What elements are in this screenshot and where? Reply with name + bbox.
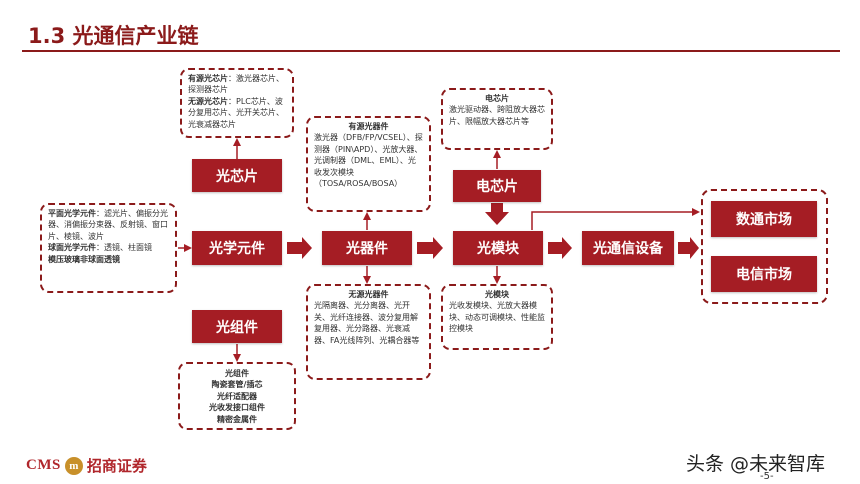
arrow-element-to-device <box>287 237 312 259</box>
assembly-line-3: 光纤适配器 <box>217 391 257 401</box>
module-heading: 光模块 <box>485 290 509 299</box>
node-optical-chip: 光芯片 <box>192 159 282 192</box>
node-optical-module: 光模块 <box>453 231 543 265</box>
active-device-heading: 有源光器件 <box>348 122 389 131</box>
passive-device-box: 无源光器件 光隔离器、光分离器、光开关、光纤连接器、波分复用解复用器、光分路器、… <box>306 284 431 380</box>
electrical-chip-detail-box: 电芯片 激光驱动器、跨阻放大器芯片、限幅放大器芯片等 <box>441 88 553 150</box>
node-optical-assembly: 光组件 <box>192 310 282 343</box>
element-detail-box: 平面光学元件：滤光片、偏振分光器、消偏振分束器、反射镜、窗口片、棱镜、波片 球面… <box>40 203 177 293</box>
arrow-equipment-to-market <box>678 237 699 259</box>
assembly-line-1: 光组件 <box>225 369 249 378</box>
assembly-line-4: 光收发接口组件 <box>209 403 265 413</box>
page-title: 1.3 光通信产业链 <box>28 24 199 48</box>
node-optical-equipment: 光通信设备 <box>582 231 674 265</box>
node-optical-element: 光学元件 <box>192 231 282 265</box>
sphere-element-heading: 球面光学元件 <box>48 243 96 253</box>
node-telecom-market: 电信市场 <box>711 256 817 292</box>
title-divider <box>22 50 840 52</box>
arrow-module-to-equipment <box>548 237 572 259</box>
module-text: 光收发模块、光放大器模块、动态可调模块、性能监控模块 <box>449 301 545 334</box>
active-chip-text: ：激光器芯片、探测器芯片 <box>188 74 284 95</box>
company-logo: CMS m 招商证券 <box>26 455 147 476</box>
node-optical-device: 光器件 <box>322 231 412 265</box>
passive-device-heading: 无源光器件 <box>348 290 389 299</box>
node-datacom-market: 数通市场 <box>711 201 817 237</box>
passive-chip-text: ：PLC芯片、波分复用芯片、光开关芯片、光衰减器芯片 <box>188 96 284 129</box>
watermark: 头条 @未来智库 <box>686 453 826 475</box>
plane-element-heading: 平面光学元件 <box>48 209 96 218</box>
active-chip-heading: 有源光芯片 <box>188 74 228 83</box>
arrow-module-to-datacom <box>531 208 700 230</box>
plane-element-text: ：滤光片、偏振分光器、消偏振分束器、反射镜、窗口片、棱镜、波片 <box>48 209 168 241</box>
active-device-text: 激光器（DFB/FP/VCSEL）、探测器（PIN\APD）、光放大器、光调制器… <box>314 133 423 189</box>
module-detail-box: 光模块 光收发模块、光放大器模块、动态可调模块、性能监控模块 <box>441 284 553 350</box>
passive-device-text: 光隔离器、光分离器、光开关、光纤连接器、波分复用解复用器、光分路器、光衰减器、F… <box>314 301 420 345</box>
sphere-element-text: ：透镜、柱面镜 <box>96 243 152 253</box>
logo-seal-icon: m <box>64 456 83 475</box>
aspheric-lens-text: 模压玻璃非球面透镜 <box>48 254 120 264</box>
electrical-chip-text: 激光驱动器、跨阻放大器芯片、限幅放大器芯片等 <box>449 105 545 126</box>
chip-detail-box: 有源光芯片：激光器芯片、探测器芯片 无源光芯片：PLC芯片、波分复用芯片、光开关… <box>180 68 294 138</box>
active-device-box: 有源光器件 激光器（DFB/FP/VCSEL）、探测器（PIN\APD）、光放大… <box>306 116 431 212</box>
arrow-device-to-module <box>417 237 443 259</box>
node-electrical-chip: 电芯片 <box>453 170 541 202</box>
logo-company-name: 招商证券 <box>86 459 147 475</box>
page-number: -5- <box>760 471 774 482</box>
arrow-echip-to-module <box>485 203 509 225</box>
logo-cms-text: CMS <box>26 457 61 473</box>
assembly-detail-box: 光组件 陶瓷套管/插芯 光纤适配器 光收发接口组件 精密金属件 <box>178 362 296 430</box>
assembly-line-2: 陶瓷套管/插芯 <box>211 380 263 390</box>
passive-chip-heading: 无源光芯片 <box>188 96 228 106</box>
assembly-line-5: 精密金属件 <box>217 414 257 424</box>
electrical-chip-heading: 电芯片 <box>485 94 509 103</box>
